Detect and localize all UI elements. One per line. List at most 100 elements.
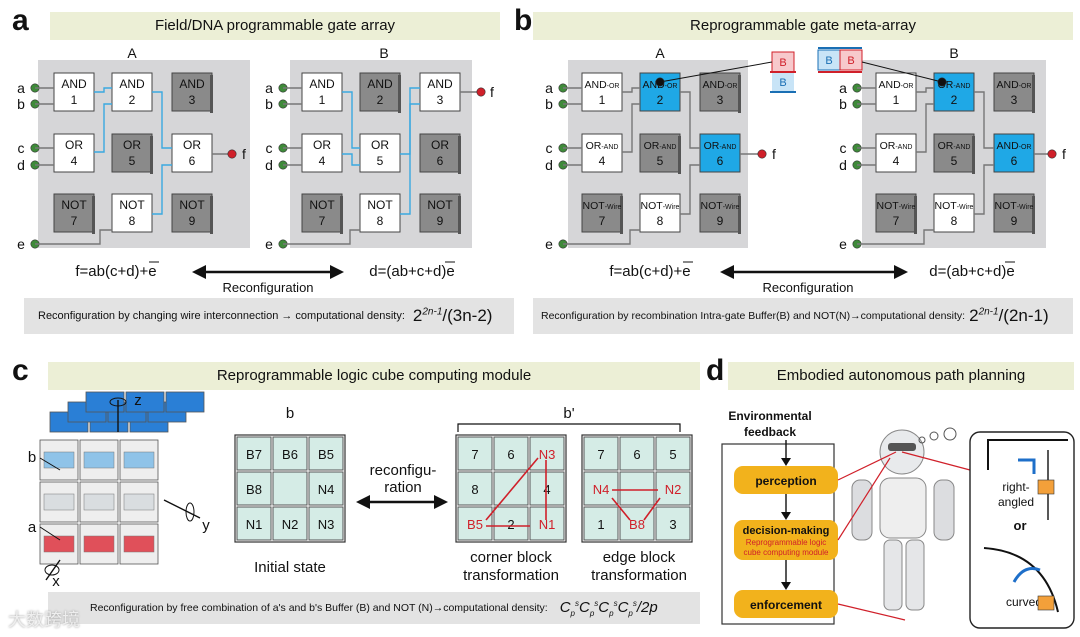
panel-c-cube-inner [123, 493, 155, 511]
panel-a-B-gate-label: AND [367, 77, 393, 91]
panel-a-B-gate-label: OR [371, 138, 389, 152]
panel-a-B-gate-shadow [458, 196, 461, 234]
panel-b-buffer-label: B [779, 77, 786, 89]
panel-c-corner-cell [457, 471, 493, 506]
panel-d-thought-bubble [943, 427, 957, 441]
panel-c-rotate-x-icon [44, 564, 60, 576]
panel-c-label-z: z [134, 392, 142, 409]
panel-b-A-gate-number: 7 [599, 214, 606, 228]
panel-b-A-gate-box [581, 193, 623, 233]
panel-b-B-input-e: e [839, 236, 847, 252]
panel-a-letter: a [12, 4, 29, 37]
panel-a-A-gate-number: 4 [71, 154, 78, 168]
panel-a-B-gate-label: AND [427, 77, 453, 91]
panel-a-B-gate-shadow [398, 75, 401, 113]
panel-c-initial-cell [272, 506, 308, 541]
panel-c-edge-arrow [611, 497, 631, 521]
panel-c-initial-cell [236, 471, 272, 506]
panel-a-B-gate-label: AND [309, 77, 335, 91]
panel-a-B-gate-9: NOT 9 [419, 193, 461, 234]
panel-b-B-gate-1: AND-OR1 [875, 72, 917, 112]
panel-b-B-gate-number: 2 [951, 93, 958, 107]
panel-b-arrowhead-left [720, 265, 734, 279]
panel-c-initial-cell-label: B7 [246, 447, 262, 462]
panel-a-A-gate-label: OR [65, 138, 83, 152]
wire [916, 103, 934, 153]
panel-c-corner-cell [493, 506, 529, 541]
panel-b-A-gate-box [699, 72, 741, 112]
panel-b-A-gate-number: 1 [599, 93, 606, 107]
panel-c-corner-arrow [485, 457, 539, 521]
panel-a-density-formula: 22n-1/(3n-2) [412, 306, 493, 325]
panel-a-B-gate-label: OR [313, 138, 331, 152]
panel-c-grid-bprime-label: b' [563, 405, 574, 422]
panel-b-A-gate-number: 9 [717, 214, 724, 228]
panel-c-corner-caption-2: transformation [463, 567, 559, 584]
panel-d-decision-sub-1: Reprogrammable logic [746, 538, 826, 547]
panel-b-buffer-blue-icon [772, 72, 794, 92]
panel-c-density-formula: CpsCpsCpsCps/2p [559, 598, 658, 618]
panel-a-B-gate-number: 8 [377, 214, 384, 228]
wire-blue [342, 153, 360, 166]
panel-a-B-gate-number: 6 [437, 154, 444, 168]
panel-a-B-gate-label: NOT [367, 198, 393, 212]
panel-c-corner-frame [455, 434, 567, 543]
panel-a-B-input-e: e [265, 236, 273, 252]
panel-c-initial-cell [272, 471, 308, 506]
panel-a-A-input-d: d [17, 157, 25, 173]
watermark: 大数跨境 [8, 610, 80, 630]
panel-d-flow-arrowhead [781, 458, 791, 466]
panel-d-thought-bubble [918, 436, 926, 444]
panel-b-buffer-label: B [779, 57, 786, 69]
panel-a-B-gate-number: 9 [437, 214, 444, 228]
panel-a-A-gate-box [53, 72, 95, 112]
panel-c-cube [39, 391, 205, 565]
panel-b-B-gate-shadow [1032, 196, 1035, 234]
wire [916, 87, 934, 93]
panel-b-buffer-label: B [847, 55, 854, 67]
panel-c-corner-cell-label: 6 [507, 447, 514, 462]
panel-a-B-gate-box [419, 193, 461, 233]
panel-a-A-gate-box [171, 193, 213, 233]
panel-b-pointer-dot [655, 77, 665, 87]
panel-c-initial-cell-label: B6 [282, 447, 298, 462]
panel-c-edge-cell [655, 436, 691, 471]
panel-c-cube-inner [43, 535, 75, 553]
panel-d-title: Embodied autonomous path planning [728, 362, 1074, 390]
panel-d-letter: d [706, 354, 725, 387]
panel-a-B-input-b: b [265, 96, 273, 112]
panel-a-B-gate-label: OR [431, 138, 449, 152]
panel-c-edge-cell [619, 506, 655, 541]
wire [680, 164, 700, 215]
panel-a-A-gate-label: NOT [61, 198, 87, 212]
wire-blue [400, 103, 420, 215]
panel-a-A-gate-label: NOT [119, 198, 145, 212]
panel-b-density-formula: 22n-1/(2n-1) [969, 306, 1049, 325]
panel-c-cube-inner [43, 451, 75, 469]
panel-a-A-gate-box [53, 193, 95, 233]
panel-a-label-A: A [127, 45, 137, 61]
panel-d-flow-arrowhead [781, 582, 791, 590]
panel-c-cube-inner [123, 535, 155, 553]
panel-c-initial-cell-label: N3 [318, 517, 335, 532]
panel-a-B-gate-label: NOT [427, 198, 453, 212]
panel-c-axis-x [45, 559, 61, 581]
panel-d-enforcement-label: enforcement [750, 598, 822, 612]
panel-c-grid-b-label: b [286, 405, 294, 422]
panel-a-B-output-dot [476, 87, 486, 97]
panel-b-A-gate-number: 8 [657, 214, 664, 228]
panel-b-B-gate-box [993, 72, 1035, 112]
panel-a-A-input-c: c [18, 140, 25, 156]
panel-b-A-gate-shadow [678, 136, 681, 174]
panel-d-perception-label: perception [755, 474, 816, 488]
panel-b-label-A: A [655, 45, 665, 61]
panel-d-env-feedback-1: Environmental [728, 409, 811, 423]
panel-a-label-B: B [379, 45, 388, 61]
panel-c-corner-cell [457, 506, 493, 541]
